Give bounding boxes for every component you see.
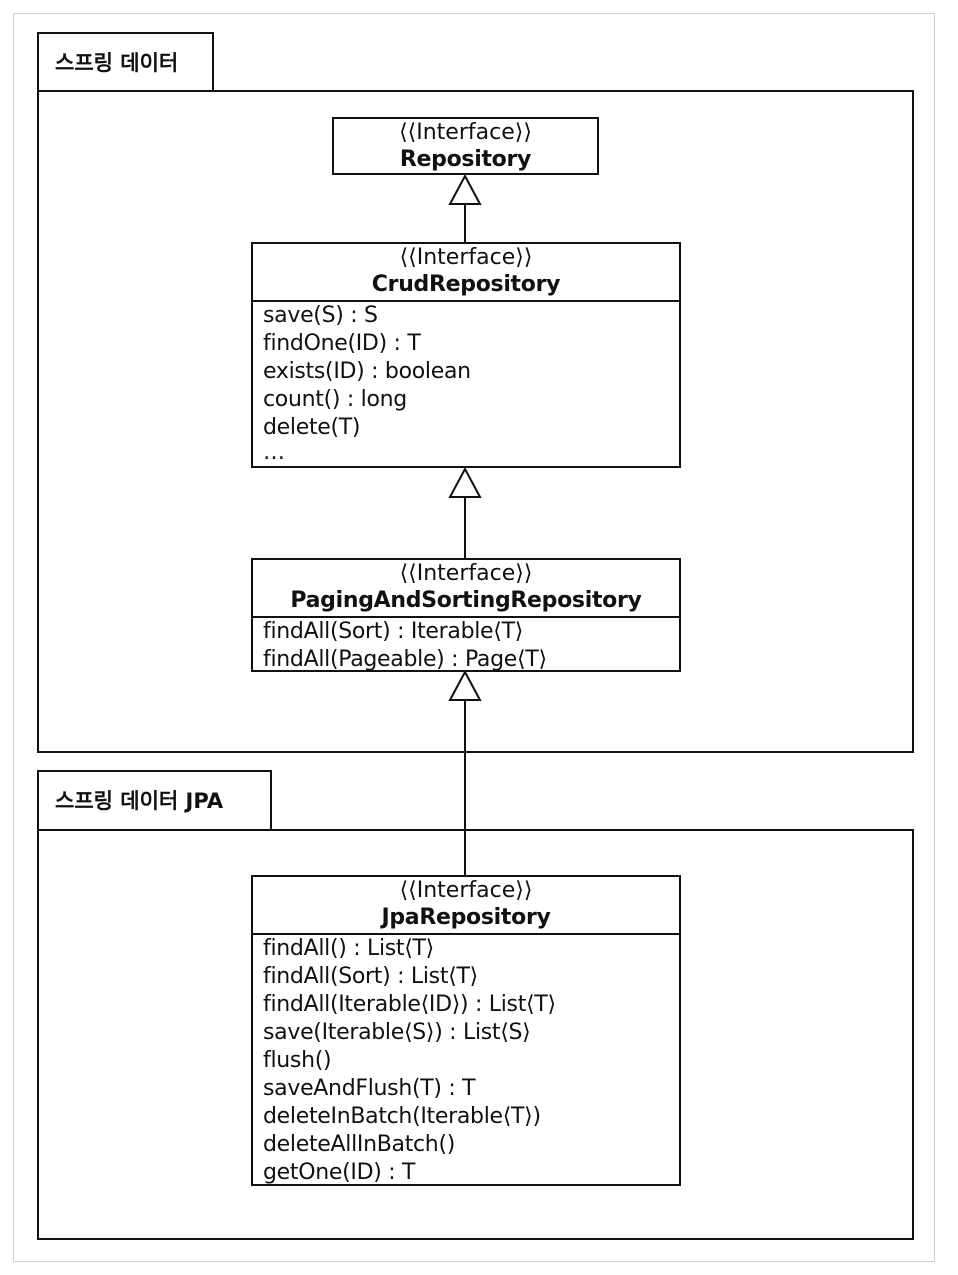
- method-list: save(S) : S findOne(ID) : T exists(ID) :…: [253, 300, 679, 464]
- class-name: JpaRepository: [381, 905, 551, 930]
- method-item: findOne(ID) : T: [263, 331, 421, 356]
- stereotype-label: ⟨⟨Interface⟩⟩: [399, 561, 533, 586]
- method-item: getOne(ID) : T: [263, 1160, 416, 1185]
- class-header: ⟨⟨Interface⟩⟩ PagingAndSortingRepository: [253, 560, 679, 616]
- class-paging-and-sorting-repository: ⟨⟨Interface⟩⟩ PagingAndSortingRepository…: [251, 558, 681, 672]
- class-crud-repository: ⟨⟨Interface⟩⟩ CrudRepository save(S) : S…: [251, 242, 681, 468]
- method-item: findAll(Sort) : List⟨T⟩: [263, 964, 478, 989]
- package-tab-spring-data-jpa: 스프링 데이터 JPA: [37, 770, 272, 831]
- package-tab-spring-data: 스프링 데이터: [37, 32, 214, 92]
- diagram-frame: [13, 13, 935, 1262]
- class-header: ⟨⟨Interface⟩⟩ Repository: [334, 119, 597, 173]
- method-item: deleteAllInBatch(): [263, 1132, 456, 1157]
- method-item: findAll(Pageable) : Page⟨T⟩: [263, 647, 547, 672]
- method-item: save(S) : S: [263, 303, 378, 328]
- method-list: findAll() : List⟨T⟩ findAll(Sort) : List…: [253, 933, 679, 1187]
- class-name: Repository: [399, 147, 532, 172]
- method-item: saveAndFlush(T) : T: [263, 1076, 476, 1101]
- method-item: findAll() : List⟨T⟩: [263, 936, 434, 961]
- class-repository: ⟨⟨Interface⟩⟩ Repository: [332, 117, 599, 175]
- method-item: findAll(Iterable⟨ID⟩) : List⟨T⟩: [263, 992, 556, 1017]
- stereotype-label: ⟨⟨Interface⟩⟩: [399, 245, 533, 270]
- package-label-spring-data: 스프링 데이터: [55, 50, 179, 75]
- package-label-spring-data-jpa: 스프링 데이터 JPA: [55, 789, 224, 813]
- stereotype-label: ⟨⟨Interface⟩⟩: [399, 878, 533, 903]
- class-jpa-repository: ⟨⟨Interface⟩⟩ JpaRepository findAll() : …: [251, 875, 681, 1186]
- class-name: CrudRepository: [371, 272, 561, 297]
- method-item: findAll(Sort) : Iterable⟨T⟩: [263, 619, 523, 644]
- method-item: deleteInBatch(Iterable⟨T⟩): [263, 1104, 541, 1129]
- method-item: flush(): [263, 1048, 332, 1073]
- class-header: ⟨⟨Interface⟩⟩ JpaRepository: [253, 877, 679, 933]
- method-item: …: [263, 440, 285, 465]
- method-item: exists(ID) : boolean: [263, 359, 471, 384]
- method-item: count() : long: [263, 387, 407, 412]
- class-header: ⟨⟨Interface⟩⟩ CrudRepository: [253, 244, 679, 300]
- method-list: findAll(Sort) : Iterable⟨T⟩ findAll(Page…: [253, 616, 679, 674]
- method-item: save(Iterable⟨S⟩) : List⟨S⟩: [263, 1020, 531, 1045]
- method-item: delete(T): [263, 415, 361, 440]
- class-name: PagingAndSortingRepository: [290, 588, 642, 613]
- stereotype-label: ⟨⟨Interface⟩⟩: [399, 120, 532, 145]
